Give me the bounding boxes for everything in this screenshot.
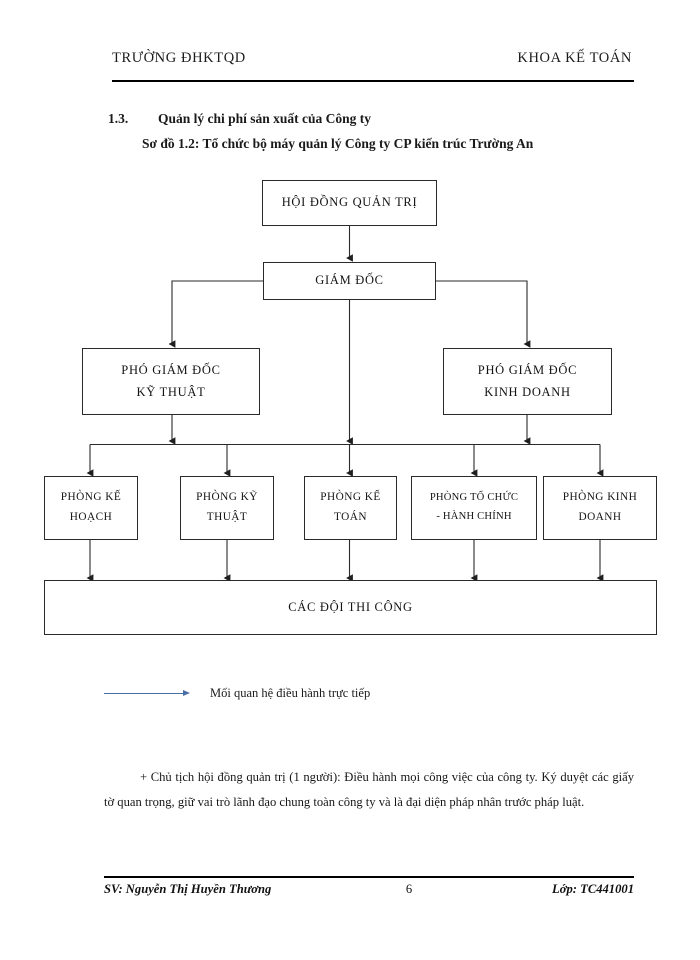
org-node-board-line1: HỘI ĐỒNG QUẢN TRỊ bbox=[281, 195, 418, 210]
org-node-dept-account: PHÒNG KẾ TOÁN bbox=[304, 476, 397, 540]
org-node-dept-org-line2: - HÀNH CHÍNH bbox=[436, 511, 512, 522]
header-faculty: KHOA KẾ TOÁN bbox=[517, 50, 632, 66]
org-node-deputy-tech-line2: KỸ THUẬT bbox=[136, 384, 206, 399]
org-node-teams: CÁC ĐỘI THI CÔNG bbox=[44, 580, 657, 635]
org-node-dept-org: PHÒNG TỔ CHỨC - HÀNH CHÍNH bbox=[411, 476, 537, 540]
org-node-dept-biz-line1: PHÒNG KINH bbox=[562, 491, 638, 504]
org-node-dept-plan-line1: PHÒNG KẾ bbox=[60, 491, 122, 504]
org-node-dept-tech: PHÒNG KỸ THUẬT bbox=[180, 476, 274, 540]
org-node-board: HỘI ĐỒNG QUẢN TRỊ bbox=[262, 180, 437, 226]
legend-arrow-icon bbox=[104, 688, 190, 700]
figure-caption: Sơ đồ 1.2: Tổ chức bộ máy quản lý Công t… bbox=[142, 136, 534, 151]
org-node-dept-biz-line2: DOANH bbox=[578, 511, 622, 523]
footer-student-name: SV: Nguyễn Thị Huyền Thương bbox=[104, 882, 272, 896]
org-node-dept-org-line1: PHÒNG TỔ CHỨC bbox=[429, 492, 519, 504]
chart-legend: Mối quan hệ điều hành trực tiếp bbox=[104, 686, 524, 701]
org-node-dept-plan: PHÒNG KẾ HOẠCH bbox=[44, 476, 138, 540]
body-paragraph: + Chủ tịch hội đồng quản trị (1 người): … bbox=[104, 769, 634, 810]
footer-class: Lớp: TC441001 bbox=[552, 882, 634, 896]
org-node-deputy-biz: PHÓ GIÁM ĐỐC KINH DOANH bbox=[443, 348, 612, 415]
footer-divider bbox=[104, 876, 634, 878]
section-title: Quản lý chi phí sản xuất của Công ty bbox=[158, 111, 372, 126]
page-header: TRƯỜNG ĐHKTQD KHOA KẾ TOÁN bbox=[112, 50, 632, 67]
org-node-teams-line1: CÁC ĐỘI THI CÔNG bbox=[288, 599, 413, 614]
org-node-deputy-biz-line1: PHÓ GIÁM ĐỐC bbox=[477, 362, 578, 377]
page-footer: SV: Nguyễn Thị Huyền Thương 6 Lớp: TC441… bbox=[104, 882, 634, 897]
org-node-director-line1: GIÁM ĐỐC bbox=[315, 273, 384, 288]
legend-label: Mối quan hệ điều hành trực tiếp bbox=[210, 686, 371, 700]
section-number: 1.3. bbox=[108, 111, 129, 126]
org-node-dept-account-line2: TOÁN bbox=[334, 511, 367, 523]
header-university: TRƯỜNG ĐHKTQD bbox=[112, 50, 246, 66]
org-node-dept-plan-line2: HOẠCH bbox=[69, 511, 113, 523]
org-node-dept-account-line1: PHÒNG KẾ bbox=[320, 491, 381, 504]
org-node-director: GIÁM ĐỐC bbox=[263, 262, 436, 300]
org-node-deputy-tech: PHÓ GIÁM ĐỐC KỸ THUẬT bbox=[82, 348, 260, 415]
org-node-dept-tech-line2: THUẬT bbox=[206, 511, 248, 523]
org-node-dept-biz: PHÒNG KINH DOANH bbox=[543, 476, 657, 540]
footer-page-number: 6 bbox=[405, 882, 413, 896]
header-divider bbox=[112, 80, 634, 82]
org-node-deputy-tech-line1: PHÓ GIÁM ĐỐC bbox=[121, 362, 221, 377]
org-node-deputy-biz-line2: KINH DOANH bbox=[484, 384, 571, 399]
section-heading: 1.3. Quản lý chi phí sản xuất của Công ty bbox=[108, 111, 648, 127]
org-node-dept-tech-line1: PHÒNG KỸ bbox=[196, 491, 258, 504]
